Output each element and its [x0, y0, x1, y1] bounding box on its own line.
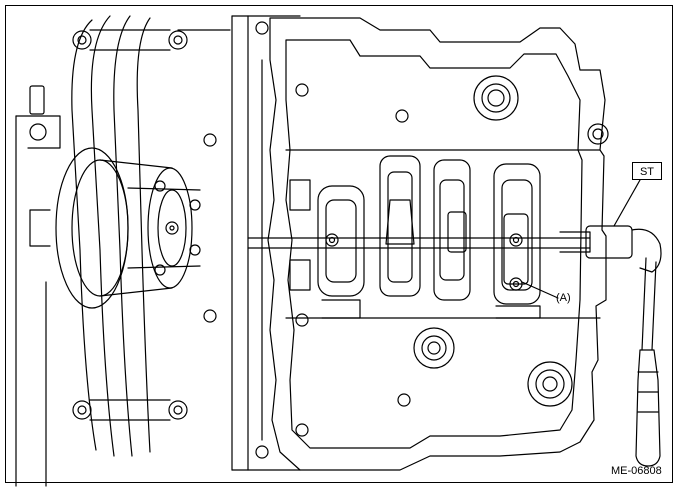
chain-guide — [71, 15, 231, 457]
figure-frame — [5, 5, 673, 483]
callout-a-leader — [521, 281, 559, 299]
front-cover-plate — [231, 15, 301, 471]
crankcase-housing — [267, 17, 607, 471]
crankshaft — [247, 155, 591, 319]
bearing-bosses — [255, 21, 609, 459]
special-tool-ratchet — [559, 179, 662, 467]
st-label: ST — [632, 162, 662, 180]
callout-a-label: (A) — [556, 292, 571, 304]
mounting-bracket — [15, 85, 61, 487]
figure-id: ME-06808 — [611, 465, 662, 477]
crank-pulley — [29, 133, 217, 323]
